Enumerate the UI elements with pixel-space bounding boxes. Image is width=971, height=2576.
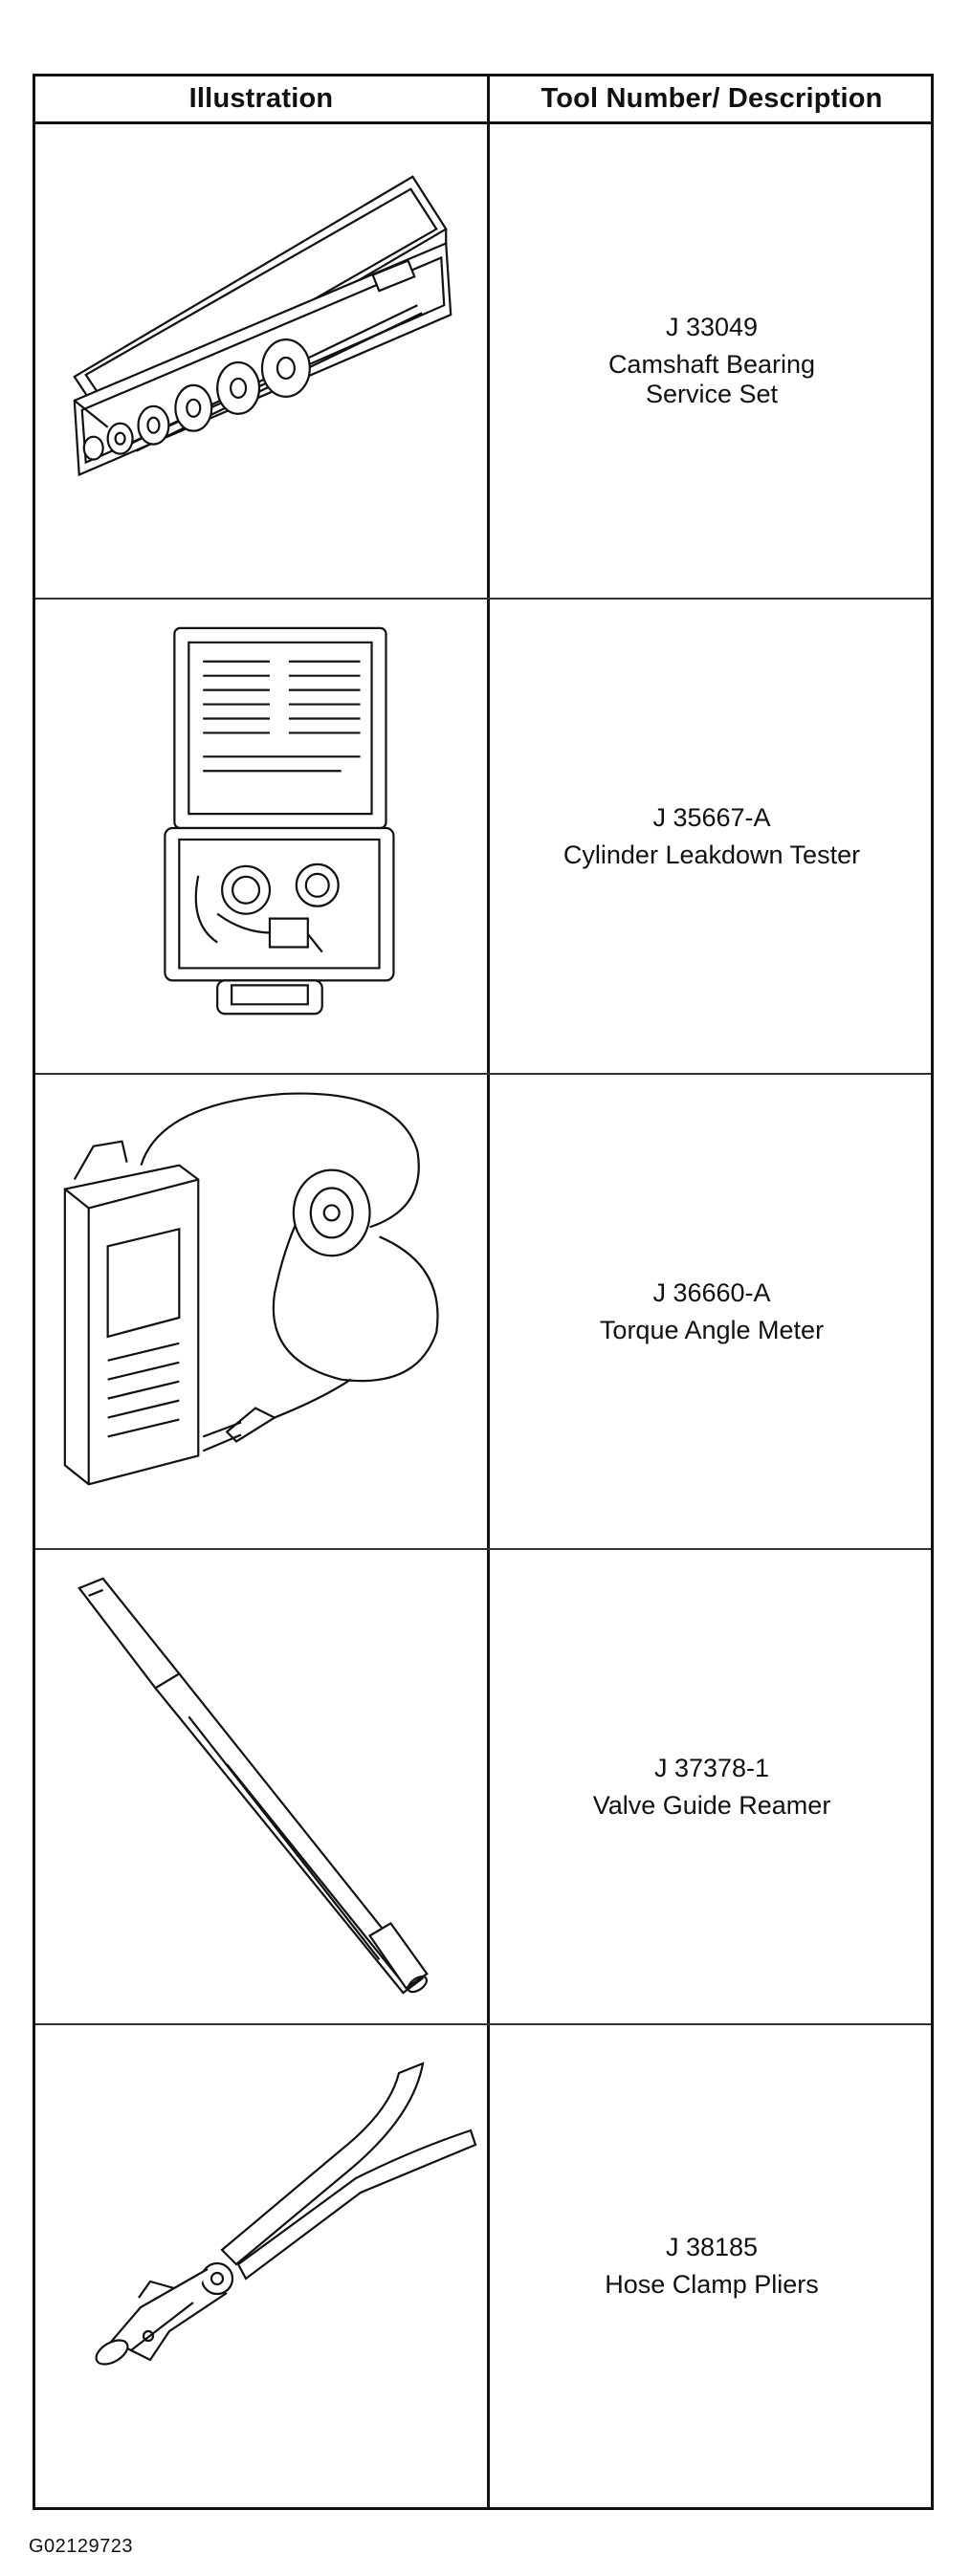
tool-description-cell: J 37378-1 Valve Guide Reamer xyxy=(490,1550,934,2023)
hose-clamp-pliers-illustration xyxy=(35,2025,487,2507)
tool-description-line: Camshaft Bearing xyxy=(607,350,816,379)
tool-description-line: Hose Clamp Pliers xyxy=(605,2270,819,2299)
column-divider xyxy=(487,76,490,2507)
tool-number: J 33049 xyxy=(665,313,759,341)
header-illustration: Illustration xyxy=(188,83,334,114)
table-header-row: Illustration Tool Number/ Description xyxy=(35,76,931,124)
tool-number: J 37378-1 xyxy=(653,1753,770,1782)
table-row: J 33049 Camshaft Bearing Service Set xyxy=(35,124,931,600)
tool-number: J 38185 xyxy=(665,2233,759,2261)
tool-number: J 36660-A xyxy=(652,1277,771,1307)
table-row: J 37378-1 Valve Guide Reamer xyxy=(35,1550,931,2025)
table-row: J 36660-A Torque Angle Meter xyxy=(35,1075,931,1550)
torque-angle-meter-illustration xyxy=(35,1075,487,1548)
tool-description-line: Valve Guide Reamer xyxy=(592,1790,831,1820)
tool-description-line: Torque Angle Meter xyxy=(599,1315,825,1344)
tool-table: Illustration Tool Number/ Description xyxy=(33,74,934,2510)
leakdown-tester-illustration xyxy=(35,600,487,1073)
tool-description-cell: J 38185 Hose Clamp Pliers xyxy=(490,2025,934,2507)
valve-guide-reamer-illustration xyxy=(35,1550,487,2023)
tool-number: J 35667-A xyxy=(652,802,771,832)
table-row: J 38185 Hose Clamp Pliers xyxy=(35,2025,931,2507)
tool-description-line: Cylinder Leakdown Tester xyxy=(563,840,861,869)
header-tool-description: Tool Number/ Description xyxy=(541,83,883,114)
tool-description-line: Service Set xyxy=(645,380,779,408)
tool-description-cell: J 33049 Camshaft Bearing Service Set xyxy=(490,124,934,598)
figure-id: G02129723 xyxy=(29,2536,134,2557)
tool-description-cell: J 36660-A Torque Angle Meter xyxy=(490,1075,934,1548)
table-row: J 35667-A Cylinder Leakdown Tester xyxy=(35,600,931,1075)
tool-description-cell: J 35667-A Cylinder Leakdown Tester xyxy=(490,600,934,1073)
camshaft-bearing-set-illustration xyxy=(35,124,487,598)
